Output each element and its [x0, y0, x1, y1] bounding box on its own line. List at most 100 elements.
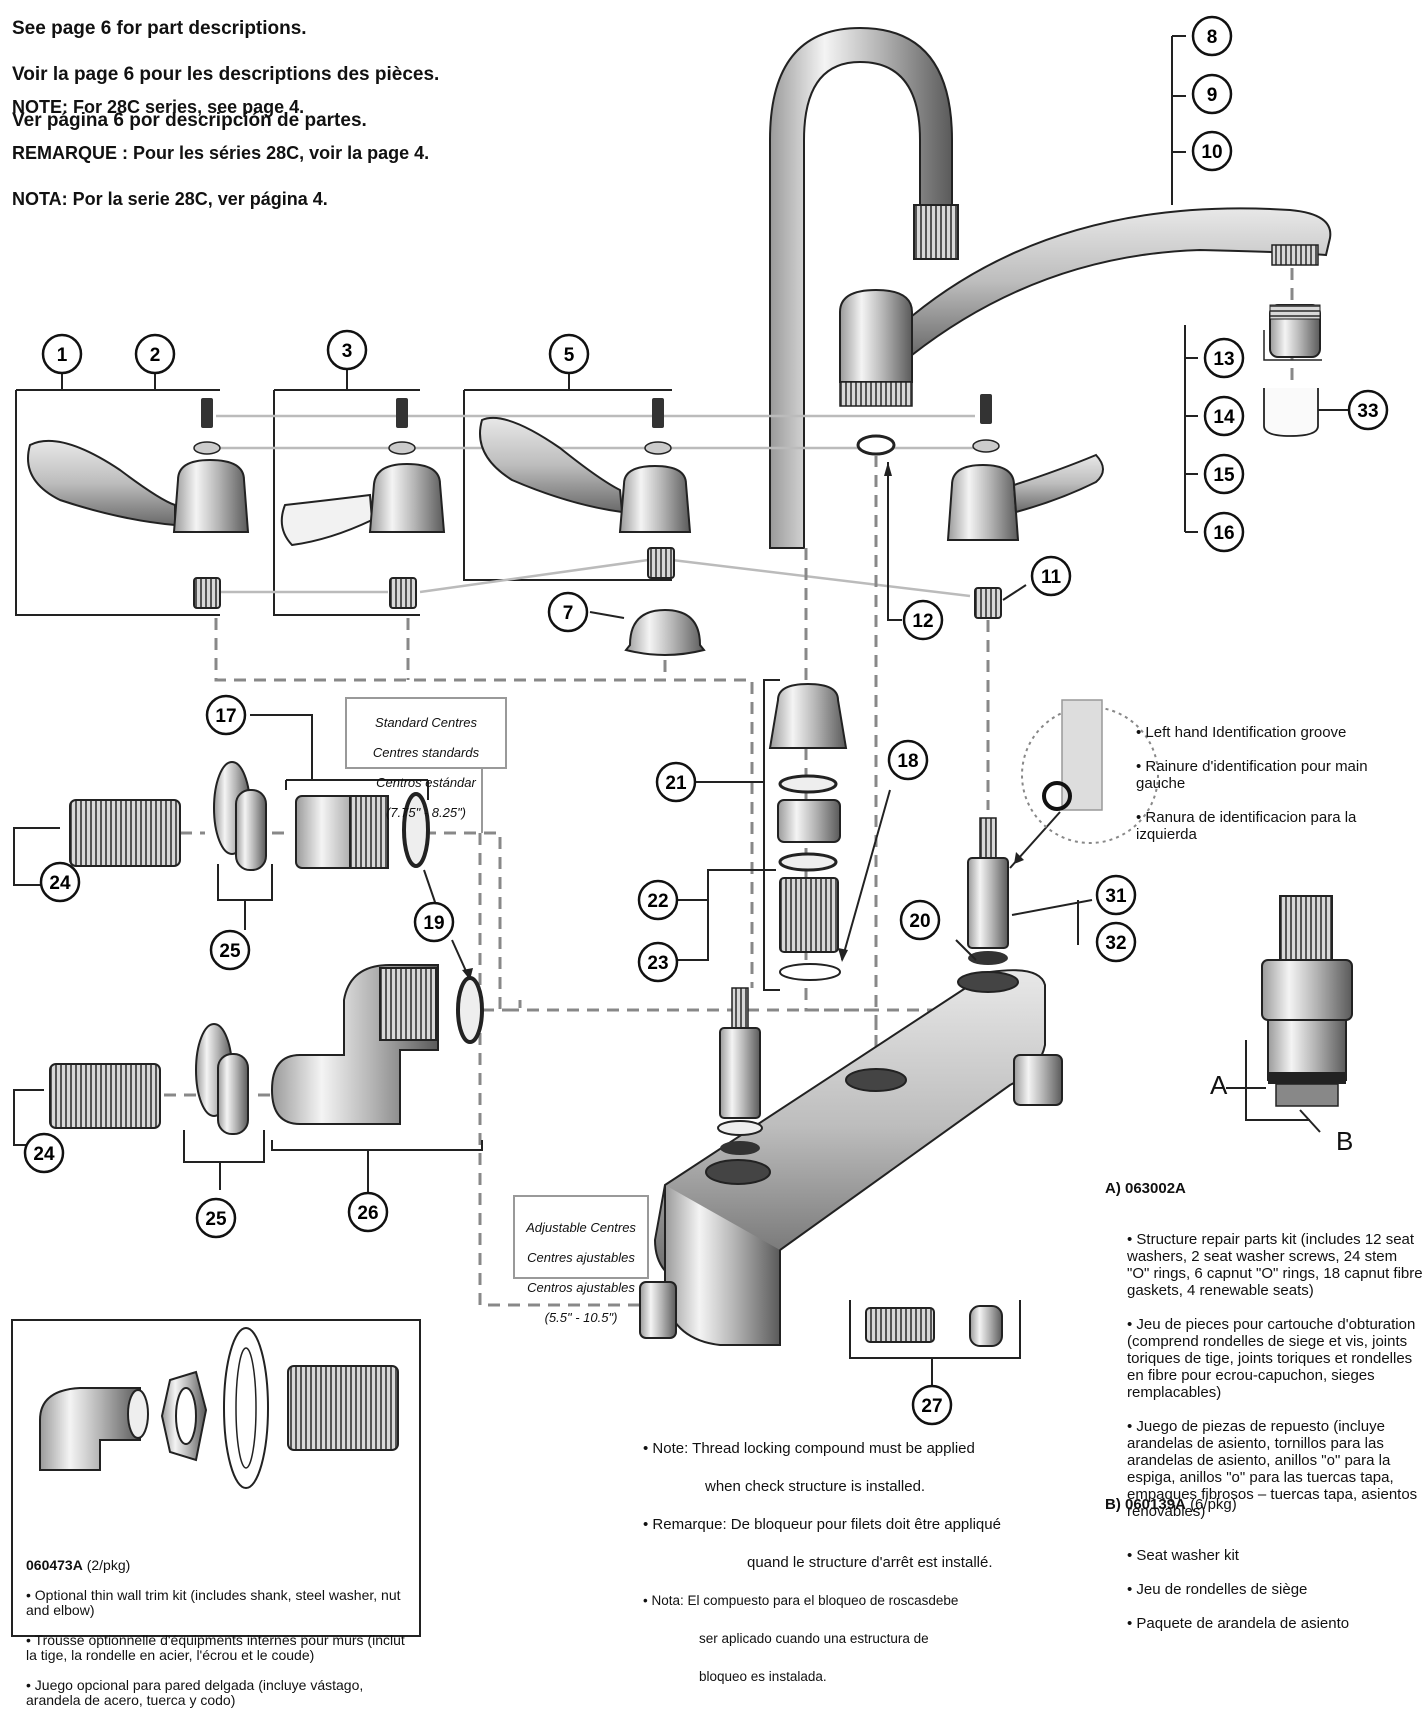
callout-circle [911, 1384, 953, 1426]
identification-line: • Left hand Identification groove [1136, 724, 1347, 741]
callout-9: 9 [1191, 73, 1233, 115]
note-line: quand le structure d'arrêt est installé. [747, 1554, 993, 1571]
callout-circle [195, 1197, 237, 1239]
eccentric-elbow-26 [270, 964, 439, 1125]
centres-line: (5.5" - 10.5") [544, 1310, 618, 1325]
callout-31: 31 [1095, 874, 1137, 916]
cartridge-left [717, 987, 763, 1155]
callout-number: 19 [423, 913, 444, 934]
kit-a: A) 063002A • Structure repair parts kit … [1105, 1163, 1423, 1554]
adjustable-centres-box [513, 1195, 649, 1279]
header-line: Voir la page 6 pour les descriptions des… [12, 64, 440, 85]
lever-handle-3 [280, 462, 446, 547]
kit-b-qty: (6/pkg) [1190, 1496, 1237, 1513]
callout-number: 31 [1105, 886, 1127, 907]
centres-line: Centros estándar [376, 775, 476, 790]
callout-number: 20 [909, 911, 930, 932]
callout-2: 2 [134, 333, 176, 375]
callout-circle [1191, 15, 1233, 57]
callout-21: 21 [655, 761, 697, 803]
callout-number: 17 [215, 706, 236, 727]
callout-number: 10 [1201, 142, 1222, 163]
callout-26: 26 [347, 1191, 389, 1233]
centres-line: Adjustable Centres [526, 1220, 636, 1235]
callout-circle [23, 1132, 65, 1174]
kit-b-line: • Paquete de arandela de asiento [1127, 1615, 1350, 1632]
callout-number: 22 [647, 891, 668, 912]
kit-b-title: B) 060139A [1105, 1496, 1186, 1513]
callout-circle [209, 929, 251, 971]
callout-number: 32 [1105, 933, 1126, 954]
trim-elbow [39, 1387, 149, 1471]
callout-number: 12 [912, 611, 933, 632]
lever-handle-right [946, 453, 1104, 541]
trim-kit-qty: (2/pkg) [86, 1557, 131, 1573]
centres-line: Centres standards [372, 745, 480, 760]
note-line: REMARQUE : Pour les séries 28C, voir la … [12, 143, 430, 163]
identification-line: • Ranura de identificacion para la izqui… [1136, 809, 1357, 843]
callout-circle [1191, 130, 1233, 172]
trim-kit-line: • Juego opcional para pared delgada (inc… [26, 1677, 364, 1708]
kit-b: B) 060139A (6/pkg) • Seat washer kit • J… [1105, 1479, 1423, 1666]
aerator-key [1263, 388, 1319, 437]
callout-25: 25 [195, 1197, 237, 1239]
callout-33: 33 [1347, 389, 1389, 431]
callout-24: 24 [39, 861, 81, 903]
callout-8: 8 [1191, 15, 1233, 57]
callout-circle [347, 1191, 389, 1233]
callout-circle [637, 879, 679, 921]
callout-number: 21 [665, 773, 687, 794]
callout-circle [205, 694, 247, 736]
trim-kit-text: 060473A (2/pkg) • Optional thin wall tri… [26, 1543, 416, 1723]
kit-b-line: • Jeu de rondelles de siège [1127, 1581, 1308, 1598]
trim-shank [287, 1365, 399, 1451]
aerator [1269, 304, 1321, 358]
callout-number: 24 [33, 1144, 55, 1165]
adjustable-centres-label: Adjustable Centres Centres ajustables Ce… [510, 1205, 652, 1340]
callout-circle [1347, 389, 1389, 431]
kit-a-line: • Jeu de pieces pour cartouche d'obturat… [1127, 1316, 1416, 1401]
callout-15: 15 [1203, 453, 1245, 495]
lever-handle-1 [27, 439, 250, 533]
callout-number: 15 [1213, 465, 1235, 486]
faucet-exploded-diagram: 1235789101112131415161718192021222324242… [11, 15, 1389, 1637]
check-stop [865, 1307, 935, 1343]
callout-number: 26 [357, 1203, 378, 1224]
callout-number: 16 [1213, 523, 1234, 544]
callout-23: 23 [637, 941, 679, 983]
lever-handle-5 [479, 416, 692, 533]
index-button [624, 608, 706, 656]
callout-circle [1095, 921, 1137, 963]
callout-11: 11 [1030, 555, 1072, 597]
union-17 [295, 795, 389, 869]
centres-line: Standard Centres [375, 715, 477, 730]
callout-number: 8 [1207, 27, 1218, 48]
callout-circle [1030, 555, 1072, 597]
header-lines: See page 6 for part descriptions. Voir l… [12, 0, 439, 155]
centres-line: (7.75" - 8.25") [385, 805, 467, 820]
callout-3: 3 [326, 329, 368, 371]
cartridge-right [967, 817, 1009, 965]
centres-line: Centros ajustables [527, 1280, 635, 1295]
callout-number: 3 [342, 341, 353, 362]
callout-24: 24 [23, 1132, 65, 1174]
callout-19: 19 [413, 901, 455, 943]
flange-25-top [213, 761, 267, 871]
callout-17: 17 [205, 694, 247, 736]
callout-circle [41, 333, 83, 375]
shank-24-top [69, 799, 181, 867]
label-b: B [1336, 1126, 1354, 1156]
callout-13: 13 [1203, 337, 1245, 379]
callout-number: 7 [563, 603, 574, 624]
callout-32: 32 [1095, 921, 1137, 963]
callout-circle [326, 329, 368, 371]
callout-number: 11 [1041, 567, 1062, 588]
callout-14: 14 [1203, 395, 1245, 437]
capnut-21 [768, 682, 848, 749]
callout-circle [548, 333, 590, 375]
callout-circle [39, 861, 81, 903]
series-note: NOTE: For 28C series, see page 4. REMARQ… [12, 73, 429, 234]
note-line: • Nota: El compuesto para el bloqueo de … [643, 1593, 959, 1608]
callout-number: 9 [1207, 85, 1218, 106]
